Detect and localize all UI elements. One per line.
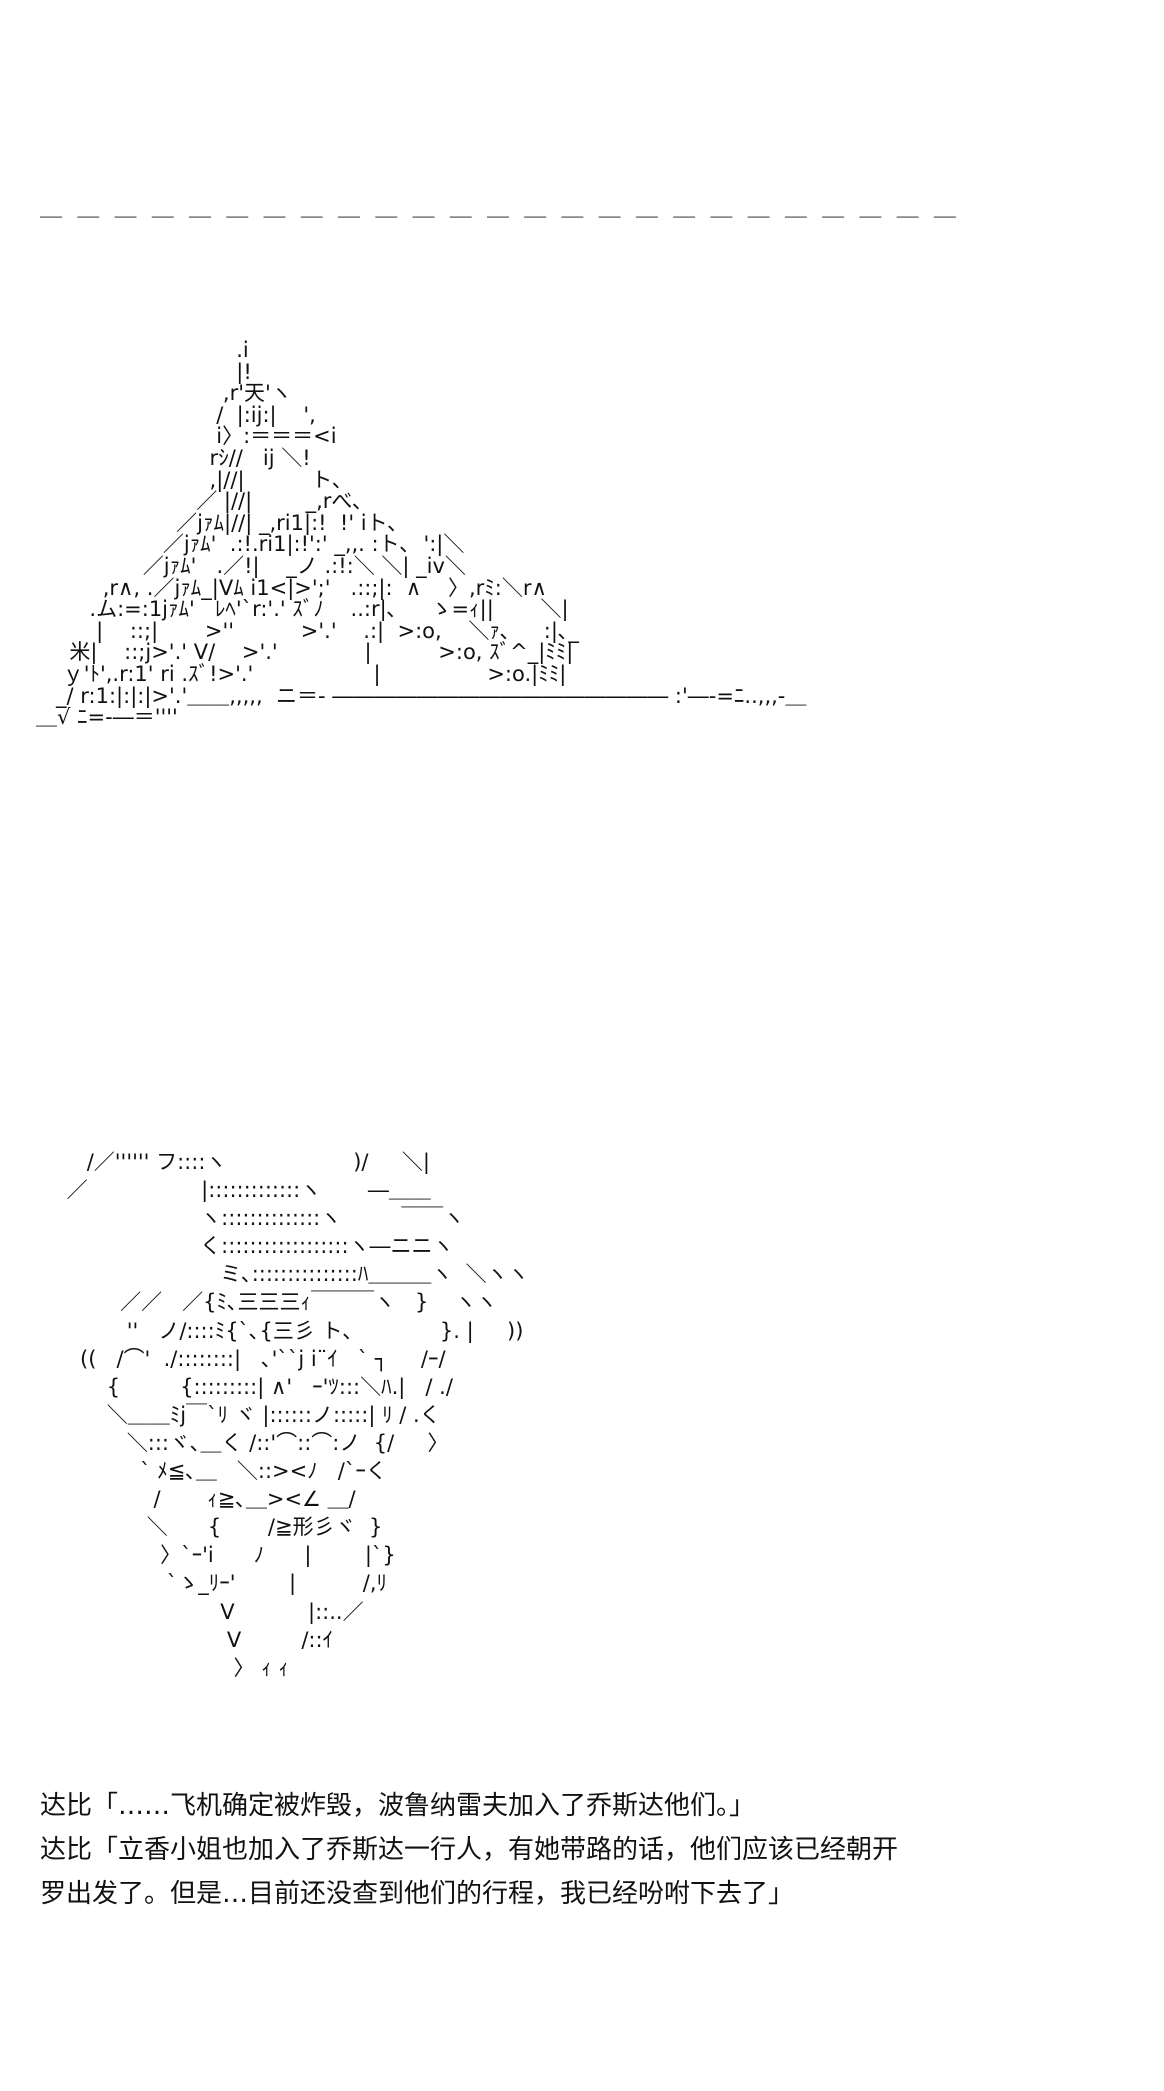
- art-line: rｼ// ij ＼!: [36, 445, 311, 470]
- art-line: ／jｧﾑ' .:!.ri1|:!':' _,,. :ト､ ':|＼: [36, 532, 465, 557]
- art-line: ,r∧, .／jｧﾑ_|Vﾑ i1<|>';' .::;|: ∧ 〉,rﾐ:＼r…: [36, 575, 547, 600]
- dialogue-block: 达比「……飞机确定被炸毁，波鲁纳雷夫加入了乔斯达他们。」 达比「立香小姐也加入了…: [40, 1784, 1120, 1916]
- art-line: ,r'天'ヽ: [36, 381, 292, 406]
- art-line: ヽ::::::::::::::ヽ ￣￣ヽ: [60, 1206, 465, 1231]
- art-line: | ::;| >'' >'.' .:| >:o, ＼ｧ､ :|､_: [36, 618, 579, 643]
- art-line: |!: [36, 359, 252, 384]
- art-line: '' ノ/::::ﾐ{`､{三彡 ト､ }. | )): [60, 1318, 524, 1343]
- art-line: ＿√ ﾆ=-―＝'''': [36, 705, 178, 730]
- art-line: /／'''''' フ::::ヽ )/ ＼|: [60, 1150, 430, 1174]
- art-line: ／jｧﾑ' .／!| _ノ .:!:＼ ＼| _iv＼: [36, 553, 466, 578]
- art-line: .i: [36, 338, 249, 362]
- art-line: く::::::::::::::::::ヽ―ニニヽ: [60, 1234, 454, 1259]
- art-line: ｙ'ﾄ',.r:1' ri .ｽﾞ!>'.' | >:o.|ﾐﾐ|: [36, 661, 567, 686]
- art-line: ／ |:::::::::::::ヽ ―＿＿: [60, 1178, 431, 1203]
- art-line: V /::ｲ: [60, 1627, 334, 1652]
- dialogue-line: 达比「立香小姐也加入了乔斯达一行人，有她带路的话，他们应该已经朝开: [40, 1835, 899, 1865]
- art-line: ／ |//| _,rべ､: [36, 489, 363, 514]
- art-line: 〉 ｨ ｨ: [60, 1655, 289, 1680]
- art-line: { {:::::::::| ∧' ｰ'ﾂ:::＼ﾊ.| / ./: [60, 1374, 453, 1399]
- art-line: ＼ { /≧形彡ヾ }: [60, 1515, 383, 1540]
- art-line: ／／ ／{ﾐ､三三三ｨ￣￣￣ヽ } ヽヽ: [60, 1290, 498, 1315]
- section-divider: ＿ ＿ ＿ ＿ ＿ ＿ ＿ ＿ ＿ ＿ ＿ ＿ ＿ ＿ ＿ ＿ ＿ ＿ ＿ ＿ …: [40, 198, 956, 220]
- art-line: (( /⌒' ./::::::::| ､'``j i¨ｲ ` ┐ /ｰ/: [60, 1346, 446, 1371]
- art-line: _/ r:1:|:|:|>'.'＿＿,,,,, ニ＝- ――――――――――――…: [36, 683, 807, 708]
- dialogue-line: 罗出发了。但是…目前还没查到他们的行程，我已经吩咐下去了」: [40, 1879, 795, 1909]
- character-ascii-art: /／'''''' フ::::ヽ )/ ＼| ／ |:::::::::::::ヽ …: [60, 1148, 529, 1682]
- art-line: 米| ::;j>'.' V/ >'.' | >:o, ｽﾞ^_|ﾐﾐ|: [36, 640, 574, 665]
- art-line: ／jｧﾑ|//| _,ri1|:! !' iト､: [36, 510, 399, 535]
- dialogue-line: 达比「……飞机确定被炸毁，波鲁纳雷夫加入了乔斯达他们。」: [40, 1791, 756, 1821]
- art-line: V |::..／: [60, 1599, 364, 1624]
- art-line: .ム:=:1jｧﾑ' ﾚﾍ'`r:'.' ｽﾞﾉ ..:r|､ ゝ=ｨ|| ＼|: [36, 597, 569, 622]
- art-line: ＼＿＿ﾐj￣`ﾘ ヾ |::::::ノ:::::| ﾘ / .く: [60, 1402, 441, 1427]
- art-line: ミ､:::::::::::::::ﾊ＿＿＿ヽ ＼ヽヽ: [60, 1262, 529, 1287]
- art-line: ` ﾒ≦､＿ ＼::><ﾉ /`ｰく: [60, 1459, 387, 1484]
- pyramid-ascii-art: .i |! ,r'天'ヽ / |:ij:| ', i〉:＝＝＝<i rｼ// i…: [36, 338, 807, 730]
- art-line: / ｨ≧､＿><∠ ＿/: [60, 1487, 356, 1512]
- art-line: 〉`ｰ'i ﾉ | |`}: [60, 1543, 396, 1568]
- art-line: ,|//| ト､: [36, 467, 343, 492]
- art-line: / |:ij:| ',: [36, 402, 316, 427]
- art-line: ＼:::ヾ､＿く /::'⌒::⌒:ノ {/ 〉: [60, 1430, 449, 1455]
- art-line: i〉:＝＝＝<i: [36, 424, 337, 449]
- art-line: `ゝ_ﾘｰ' | /,ﾘ: [60, 1571, 388, 1596]
